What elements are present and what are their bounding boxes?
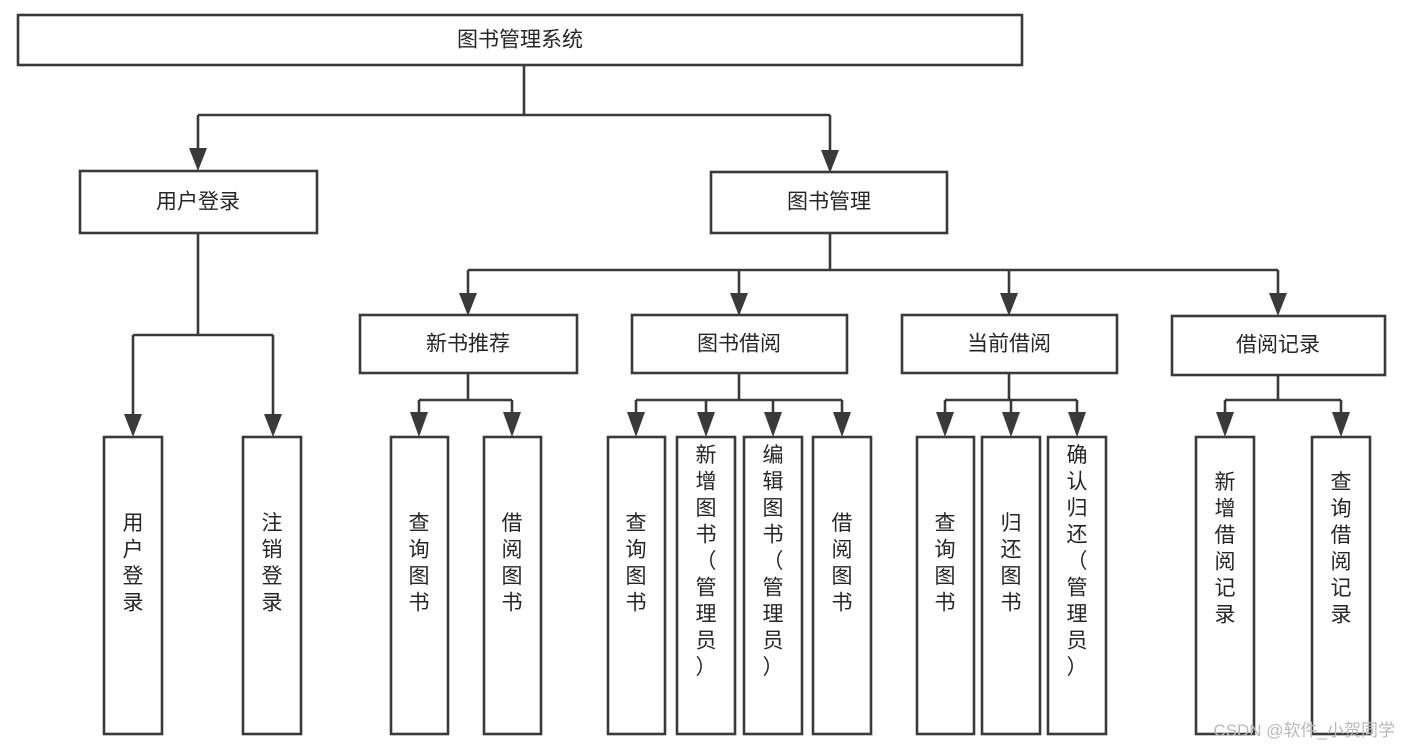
leaf-edit-book[interactable]: 编辑图书（管理员）: [742, 435, 804, 736]
leaf-borrow-book-1[interactable]: 借阅图书: [482, 435, 543, 736]
leaf-borrow-book-2-label: 借阅图书: [832, 512, 853, 615]
leaf-user-login[interactable]: 用户登录: [102, 435, 164, 736]
leaf-query-book-2-label: 查询图书: [626, 512, 647, 615]
node-new-book-recommend-box[interactable]: [358, 313, 579, 375]
leaf-query-book-1[interactable]: 查询图书: [389, 435, 450, 736]
node-new-book-recommend[interactable]: 新书推荐: [358, 313, 579, 375]
leaf-query-borrow-record-label: 查询借阅记录: [1331, 471, 1352, 627]
leaf-add-borrow-record[interactable]: 新增借阅记录: [1194, 435, 1256, 736]
node-book-borrow-box[interactable]: [630, 313, 849, 375]
leaf-logout-login-label: 注销登录: [262, 512, 283, 615]
leaf-borrow-book-2[interactable]: 借阅图书: [811, 435, 873, 736]
leaf-confirm-return-label: 确认归还（管理员）: [1067, 444, 1088, 679]
leaf-query-book-3[interactable]: 查询图书: [915, 435, 976, 736]
leaf-query-book-3-box[interactable]: [915, 435, 976, 736]
leaf-borrow-book-1-label: 借阅图书: [502, 512, 523, 615]
arrow-head-leaf-query-book-2: [627, 412, 645, 437]
arrow-head-leaf-logout-login: [264, 414, 282, 437]
arrow-head-leaf-add-borrow-record: [1216, 412, 1234, 437]
node-user-login-box[interactable]: [78, 169, 319, 235]
arrow-head-leaf-borrow-book-2: [833, 412, 851, 437]
node-borrow-record-label: 借阅记录: [1236, 334, 1320, 357]
arrow-head-new-book-recommend: [459, 293, 477, 316]
leaf-user-login-box[interactable]: [102, 435, 164, 736]
node-book-manage-box[interactable]: [709, 170, 949, 235]
leaf-query-book-1-label: 查询图书: [409, 512, 430, 615]
arrow-head-leaf-query-book-3: [936, 412, 954, 437]
leaf-query-borrow-record-box[interactable]: [1310, 435, 1372, 736]
arrow-head-leaf-query-borrow-record: [1332, 412, 1350, 437]
node-user-login[interactable]: 用户登录: [78, 169, 319, 235]
arrow-head-borrow-record: [1269, 293, 1287, 316]
arrow-head-book-manage: [821, 150, 839, 173]
leaf-user-login-label: 用户登录: [123, 512, 144, 615]
leaf-return-book-label: 归还图书: [1001, 512, 1022, 615]
arrow-head-leaf-confirm-return: [1068, 412, 1086, 437]
leaf-confirm-return-box[interactable]: [1046, 435, 1108, 736]
node-new-book-recommend-label: 新书推荐: [426, 333, 510, 356]
node-user-login-label: 用户登录: [156, 191, 240, 214]
leaf-query-book-2[interactable]: 查询图书: [606, 435, 667, 736]
node-current-borrow[interactable]: 当前借阅: [900, 313, 1119, 375]
leaf-logout-login[interactable]: 注销登录: [241, 435, 303, 736]
node-current-borrow-label: 当前借阅: [967, 333, 1051, 356]
arrow-head-leaf-edit-book: [764, 412, 782, 437]
node-current-borrow-box[interactable]: [900, 313, 1119, 375]
arrow-head-leaf-add-book: [697, 412, 715, 437]
leaf-query-book-1-box[interactable]: [389, 435, 450, 736]
leaf-edit-book-box[interactable]: [742, 435, 804, 736]
leaf-edit-book-label: 编辑图书（管理员）: [763, 444, 784, 679]
arrow-head-user-login: [189, 148, 207, 171]
node-book-manage-label: 图书管理: [787, 191, 871, 214]
arrow-head-leaf-user-login: [124, 414, 142, 437]
node-root[interactable]: 图书管理系统: [16, 13, 1024, 67]
leaf-logout-login-box[interactable]: [241, 435, 303, 736]
leaf-borrow-book-1-box[interactable]: [482, 435, 543, 736]
csdn-watermark: CSDN @软件_小贺同学: [1213, 721, 1395, 740]
node-book-manage[interactable]: 图书管理: [709, 170, 949, 235]
leaf-add-book-label: 新增图书（管理员）: [696, 444, 717, 679]
leaf-add-book[interactable]: 新增图书（管理员）: [675, 435, 737, 736]
leaf-return-book[interactable]: 归还图书: [980, 435, 1042, 736]
connector-layer: [124, 65, 1350, 437]
node-book-borrow-label: 图书借阅: [697, 333, 781, 356]
node-borrow-record[interactable]: 借阅记录: [1170, 314, 1387, 377]
node-book-borrow[interactable]: 图书借阅: [630, 313, 849, 375]
arrow-head-book-borrow: [730, 293, 748, 316]
node-borrow-record-box[interactable]: [1170, 314, 1387, 377]
node-root-box[interactable]: [16, 13, 1024, 67]
arrow-head-current-borrow: [1000, 293, 1018, 316]
leaf-return-book-box[interactable]: [980, 435, 1042, 736]
leaf-confirm-return[interactable]: 确认归还（管理员）: [1046, 435, 1108, 736]
leaf-add-borrow-record-label: 新增借阅记录: [1215, 471, 1236, 627]
arrow-head-leaf-borrow-book-1: [503, 412, 521, 437]
leaf-query-borrow-record[interactable]: 查询借阅记录: [1310, 435, 1372, 736]
leaf-add-borrow-record-box[interactable]: [1194, 435, 1256, 736]
arrow-head-leaf-return-book: [1002, 412, 1020, 437]
arrow-head-leaf-query-book-1: [410, 412, 428, 437]
leaf-borrow-book-2-box[interactable]: [811, 435, 873, 736]
leaf-query-book-3-label: 查询图书: [935, 512, 956, 615]
node-root-label: 图书管理系统: [457, 29, 583, 52]
leaf-query-book-2-box[interactable]: [606, 435, 667, 736]
leaf-add-book-box[interactable]: [675, 435, 737, 736]
